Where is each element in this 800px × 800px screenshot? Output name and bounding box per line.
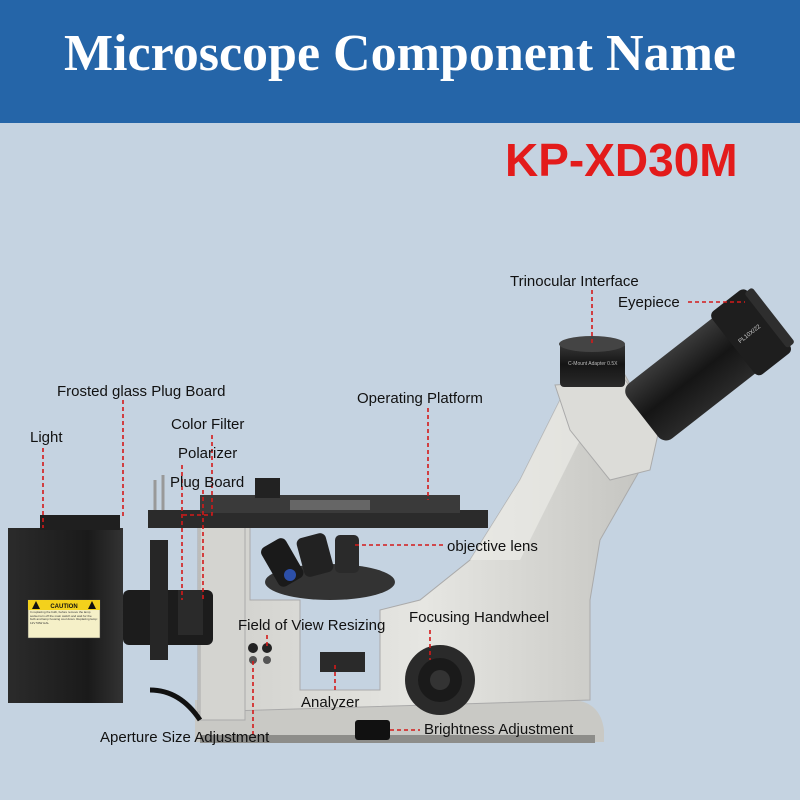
adapter-label: C-Mount Adapter 0.5X [568, 361, 618, 367]
label-field-of-view-resizing: Field of View Resizing [238, 617, 386, 634]
label-focusing-handwheel: Focusing Handwheel [409, 609, 550, 626]
label-polarizer: Polarizer [178, 445, 238, 462]
focusing-handwheel [405, 645, 475, 715]
label-operating-platform: Operating Platform [357, 390, 483, 407]
field-of-view-knobs [248, 643, 272, 664]
label-eyepiece: Eyepiece [618, 294, 680, 311]
microscope-base [195, 700, 604, 743]
caution-sticker: CAUTION In replacing the bulb, before re… [27, 599, 101, 639]
label-trinocular-interface: Trinocular Interface [510, 273, 639, 290]
label-brightness-adjustment: Brightness Adjustment [424, 721, 574, 738]
label-color-filter: Color Filter [171, 416, 245, 433]
leader-lines [42, 290, 745, 735]
label-analyzer: Analyzer [301, 694, 360, 711]
label-frosted-glass-plug-board: Frosted glass Plug Board [57, 383, 226, 400]
label-objective-lens: objective lens [447, 538, 538, 555]
page-title: Microscope Component Name [63, 25, 737, 82]
analyzer-slot [320, 652, 365, 672]
caution-title: CAUTION [50, 604, 77, 610]
model-number: KP-XD30M [505, 134, 738, 186]
eyepiece-tube: PL10X/22 [625, 288, 794, 441]
label-light: Light [30, 429, 63, 446]
operating-platform [148, 475, 488, 528]
header-banner: Microscope Component Name [0, 0, 800, 123]
label-plug-board: Plug Board [170, 474, 245, 491]
brightness-dial [355, 720, 390, 740]
label-aperture-size-adjustment: Aperture Size Adjustment [100, 729, 270, 746]
caution-text: In replacing the bulb, before remove the… [30, 611, 98, 625]
objective-turret [261, 533, 395, 600]
